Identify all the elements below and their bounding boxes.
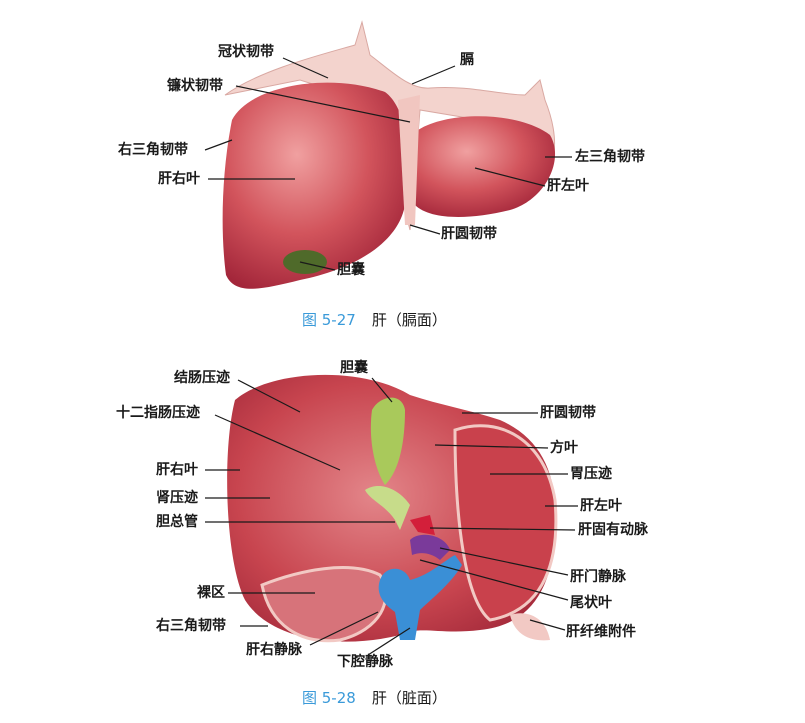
- label-gallbladder: 胆囊: [340, 360, 368, 376]
- label-fibrous-appendix: 肝纤维附件: [566, 624, 636, 640]
- label-right-triangular-ligament: 右三角韧带: [118, 142, 188, 158]
- label-left-lobe: 肝左叶: [580, 498, 622, 514]
- label-colic-impression: 结肠压迹: [174, 370, 230, 386]
- figure-caption-5-28: 图 5-28 肝（脏面）: [302, 689, 447, 707]
- figure-number: 图 5-27: [302, 311, 356, 329]
- leader-lines: [204, 57, 578, 656]
- falciform-ligament: [398, 95, 420, 225]
- figure-number: 图 5-28: [302, 689, 356, 707]
- inferior-vena-cava: [378, 555, 462, 640]
- label-left-triangular-ligament: 左三角韧带: [575, 149, 645, 165]
- portal-vein: [410, 534, 450, 560]
- label-left-lobe: 肝左叶: [547, 178, 589, 194]
- label-gastric-impression: 胃压迹: [570, 466, 612, 482]
- label-portal-vein: 肝门静脉: [570, 569, 626, 585]
- label-quadrate-lobe: 方叶: [550, 440, 578, 456]
- label-right-lobe: 肝右叶: [158, 171, 200, 187]
- label-falciform-ligament: 镰状韧带: [167, 78, 223, 94]
- visceral-surface-liver: [227, 374, 558, 643]
- label-inferior-vena-cava: 下腔静脉: [337, 654, 393, 670]
- label-diaphragm: 膈: [460, 52, 474, 68]
- label-duodenal-impression: 十二指肠压迹: [116, 405, 200, 421]
- left-lobe: [407, 116, 556, 217]
- right-lobe: [222, 82, 409, 289]
- label-round-ligament: 肝圆韧带: [441, 226, 497, 242]
- label-bare-area: 裸区: [197, 585, 225, 601]
- label-right-hepatic-vein: 肝右静脉: [246, 642, 302, 658]
- fibrous-appendix: [510, 613, 550, 641]
- label-gallbladder: 胆囊: [337, 262, 365, 278]
- label-right-triangular-ligament: 右三角韧带: [156, 618, 226, 634]
- figure-title: 肝（脏面）: [371, 689, 447, 707]
- label-coronary-ligament: 冠状韧带: [218, 44, 274, 60]
- label-round-ligament: 肝圆韧带: [540, 405, 596, 421]
- figure-caption-5-27: 图 5-27 肝（膈面）: [302, 311, 447, 329]
- label-caudate-lobe: 尾状叶: [570, 595, 612, 611]
- diaphragmatic-surface-liver: [222, 20, 556, 289]
- proper-hepatic-artery: [410, 515, 435, 535]
- label-proper-hepatic-artery: 肝固有动脉: [578, 522, 648, 538]
- label-right-lobe: 肝右叶: [156, 462, 198, 478]
- common-bile-duct: [365, 485, 410, 530]
- gallbladder: [370, 397, 405, 485]
- figure-title: 肝（膈面）: [371, 311, 447, 329]
- label-renal-impression: 肾压迹: [156, 490, 198, 506]
- label-common-bile-duct: 胆总管: [156, 514, 198, 530]
- gallbladder-top: [283, 250, 327, 274]
- bare-area: [260, 566, 388, 643]
